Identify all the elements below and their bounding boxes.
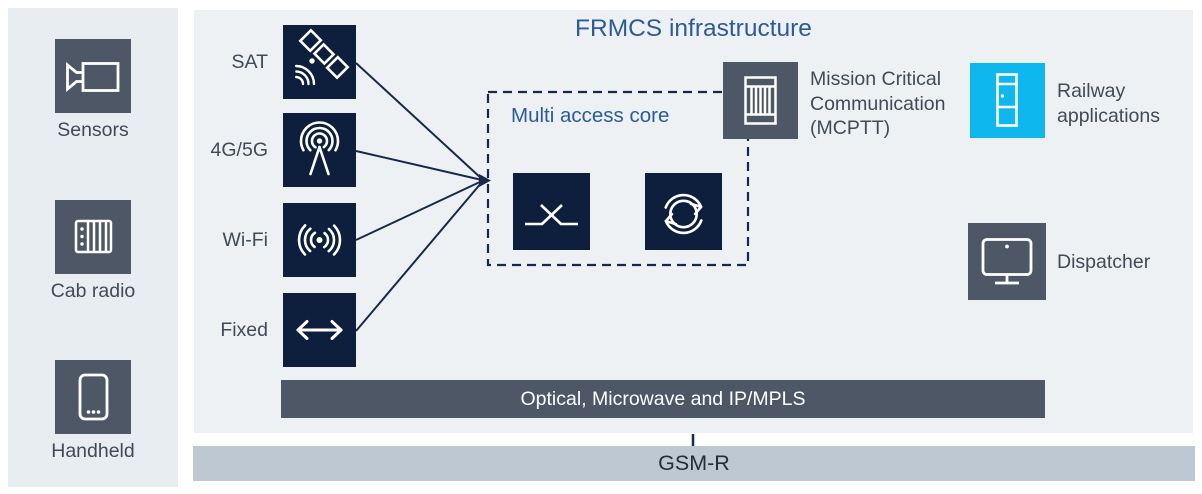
wifi-tile [283, 203, 356, 277]
cellular-antenna-icon [299, 121, 340, 176]
application-tower-icon [996, 73, 1018, 127]
sidebar-item-label: Handheld [51, 440, 135, 462]
sat-tile [283, 25, 356, 99]
gsmr-bar-label: GSM-R [658, 451, 730, 475]
server-rack-icon [744, 76, 777, 125]
access-label-fixed: Fixed [220, 319, 268, 341]
handheld-device-icon [78, 373, 109, 421]
access-label-wifi: Wi-Fi [222, 229, 268, 251]
page-title: FRMCS infrastructure [575, 15, 812, 42]
sidebar-item-cab-radio: Cab radio [8, 200, 178, 303]
dispatcher-tile [968, 223, 1046, 300]
core-switch-tile [513, 173, 590, 250]
sidebar-item-handheld: Handheld [8, 360, 178, 463]
multi-access-core-label: Multi access core [511, 104, 670, 127]
mcptt-label-line2: Communication [810, 92, 946, 115]
access-label-4g5g: 4G/5G [210, 139, 268, 161]
transport-bar: Optical, Microwave and IP/MPLS [281, 380, 1045, 418]
dispatcher-label: Dispatcher [1057, 251, 1151, 273]
mcptt-tile [723, 62, 798, 139]
fixed-tile [283, 293, 356, 367]
monitor-icon [981, 238, 1033, 285]
cab-radio-tile [55, 200, 131, 274]
transport-bar-label: Optical, Microwave and IP/MPLS [520, 388, 806, 410]
handheld-tile [55, 360, 131, 434]
railway-applications-label: Railway applications [1057, 79, 1160, 129]
device-sidebar: Sensors Cab radio [8, 8, 178, 487]
router-icon [664, 193, 703, 235]
fixed-link-arrow-icon [296, 320, 343, 340]
mcptt-label: Mission Critical Communication (MCPTT) [810, 67, 945, 141]
railway-label-line1: Railway [1057, 80, 1126, 102]
mcptt-label-line3: (MCPTT) [810, 117, 891, 139]
railway-label-line2: applications [1057, 105, 1160, 127]
wifi-icon [297, 218, 342, 262]
sidebar-item-label: Sensors [57, 119, 129, 141]
satellite-icon [283, 28, 350, 99]
mcptt-label-line1: Mission Critical [810, 68, 942, 90]
access-label-sat: SAT [231, 51, 268, 73]
cab-radio-icon [74, 219, 113, 254]
gsmr-bar: GSM-R [193, 446, 1195, 481]
sidebar-item-sensors: Sensors [8, 39, 178, 142]
switch-icon [525, 204, 578, 226]
sidebar-item-label: Cab radio [50, 280, 136, 302]
4g5g-tile [283, 113, 356, 187]
core-router-tile [645, 173, 722, 250]
video-camera-icon [66, 62, 120, 92]
railway-applications-tile [970, 63, 1045, 138]
sensors-tile [55, 39, 131, 113]
